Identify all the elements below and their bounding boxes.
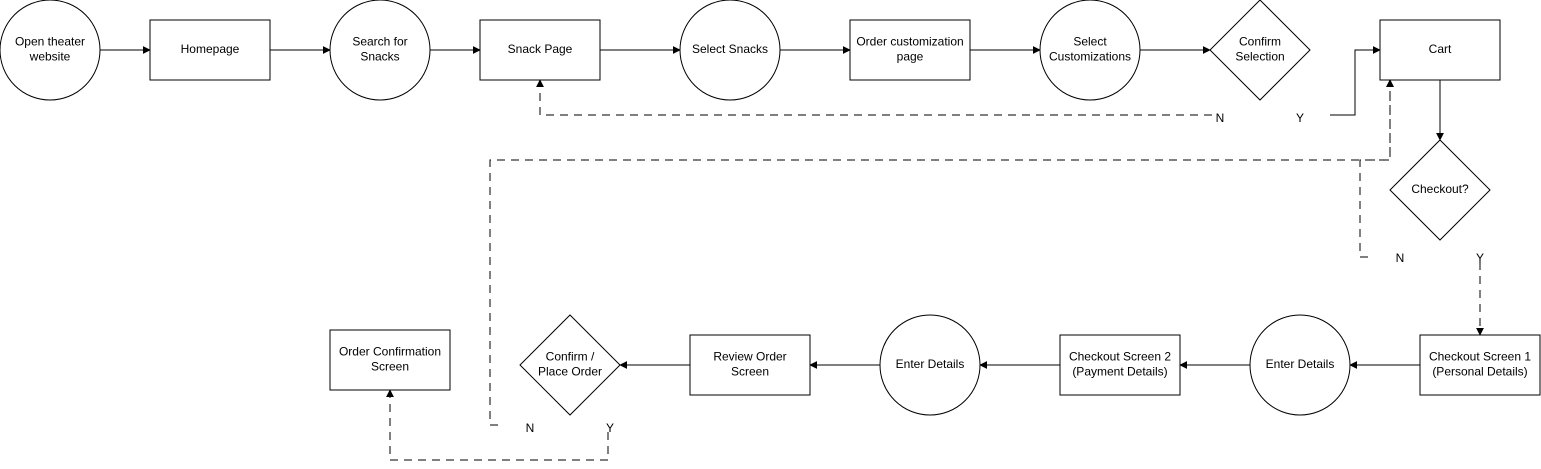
node-cs2-label: Checkout Screen 2(Payment Details) bbox=[1069, 350, 1171, 379]
node-home[interactable]: Homepage bbox=[149, 19, 271, 81]
node-confirmsel-shape bbox=[1209, 0, 1311, 101]
node-enter1-shape bbox=[1249, 314, 1351, 416]
edge-confirmsel-to-snackpage bbox=[536, 79, 1212, 116]
edge-label-confirmsel-to-snackpage: N bbox=[1216, 111, 1225, 125]
edge-label-checkout-to-cart: N bbox=[1396, 251, 1405, 265]
edge-label-confirmsel-to-cart: Y bbox=[1296, 111, 1304, 125]
node-cs1[interactable]: Checkout Screen 1(Personal Details) bbox=[1419, 334, 1541, 396]
edge-label-checkout-to-cs1: Y bbox=[1476, 251, 1484, 265]
edges-layer bbox=[100, 46, 1484, 461]
node-enter2-label: Enter Details bbox=[896, 357, 965, 371]
edge-label-placeorder-to-cart: N bbox=[526, 421, 535, 435]
node-open-shape bbox=[0, 0, 101, 101]
node-cart[interactable]: Cart bbox=[1379, 19, 1501, 81]
edge-labels-layer: Y N Y N Y N bbox=[526, 111, 1484, 435]
node-orderconf-shape bbox=[329, 329, 451, 391]
node-selectcustom-shape bbox=[1039, 0, 1141, 101]
edge-confirmsel-to-cart bbox=[1330, 46, 1381, 116]
node-snackpage[interactable]: Snack Page bbox=[479, 19, 601, 81]
node-enter1-label: Enter Details bbox=[1266, 357, 1335, 371]
node-checkout-label: Checkout? bbox=[1411, 182, 1469, 196]
node-enter2[interactable]: Enter Details bbox=[879, 314, 981, 416]
edge-placeorder-to-cart bbox=[489, 79, 1394, 426]
node-cs1-label: Checkout Screen 1(Personal Details) bbox=[1429, 350, 1531, 379]
edge-label-placeorder-to-orderconf: Y bbox=[606, 421, 614, 435]
node-home-label: Homepage bbox=[181, 42, 240, 56]
node-checkout-shape bbox=[1389, 139, 1491, 241]
node-cs1-shape bbox=[1419, 334, 1541, 396]
node-ordercustom-shape bbox=[849, 19, 971, 81]
node-enter2-shape bbox=[879, 314, 981, 416]
node-snackpage-label: Snack Page bbox=[508, 42, 573, 56]
node-cart-shape bbox=[1379, 19, 1501, 81]
node-selectsnacks-label: Select Snacks bbox=[692, 42, 768, 56]
node-selectsnacks[interactable]: Select Snacks bbox=[679, 0, 781, 101]
edge-placeorder-to-orderconf bbox=[386, 389, 609, 461]
node-placeorder[interactable]: Confirm /Place Order bbox=[519, 314, 621, 416]
node-cs2-shape bbox=[1059, 334, 1181, 396]
node-search-shape bbox=[329, 0, 431, 101]
node-checkout[interactable]: Checkout? bbox=[1389, 139, 1491, 241]
node-enter1[interactable]: Enter Details bbox=[1249, 314, 1351, 416]
node-selectsnacks-shape bbox=[679, 0, 781, 101]
node-placeorder-label: Confirm /Place Order bbox=[538, 350, 602, 379]
node-placeorder-shape bbox=[519, 314, 621, 416]
node-review-shape bbox=[689, 334, 811, 396]
edge-checkout-to-cart bbox=[1359, 79, 1394, 258]
node-snackpage-shape bbox=[479, 19, 601, 81]
node-cart-label: Cart bbox=[1429, 42, 1452, 56]
node-home-shape bbox=[149, 19, 271, 81]
node-cs2[interactable]: Checkout Screen 2(Payment Details) bbox=[1059, 334, 1181, 396]
